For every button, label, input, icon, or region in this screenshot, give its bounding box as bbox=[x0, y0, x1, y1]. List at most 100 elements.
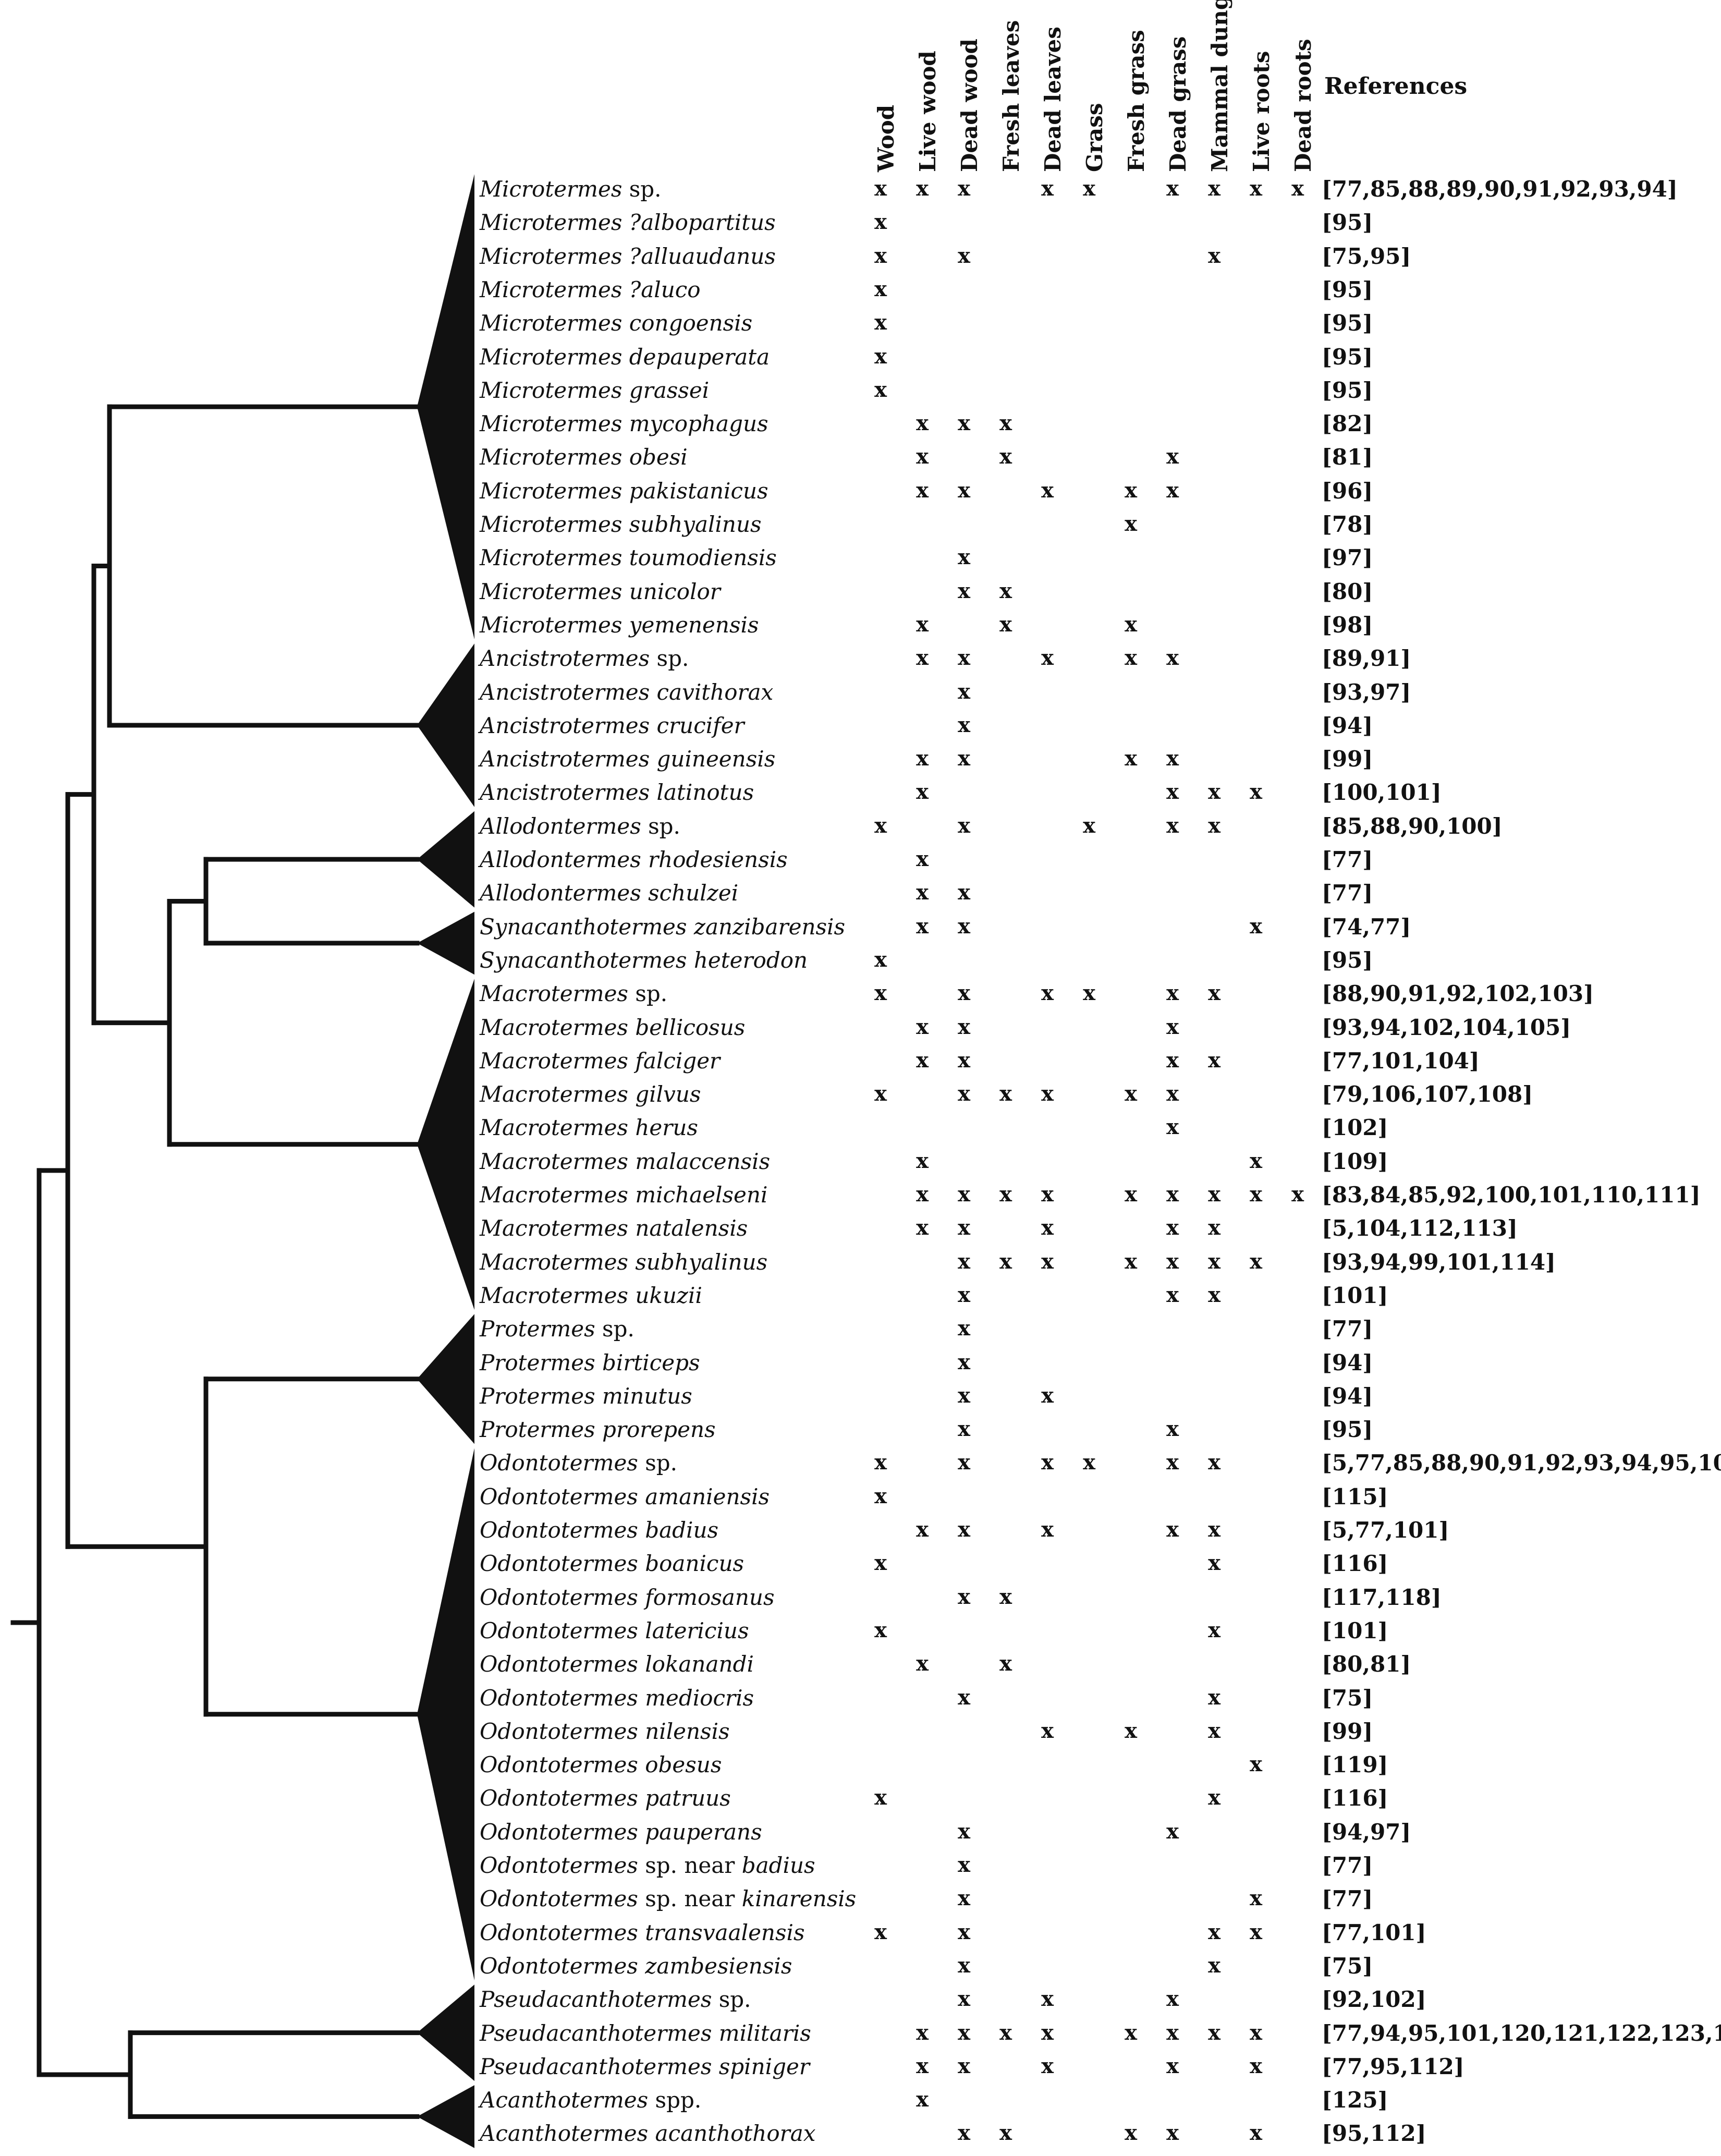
diet-mark: x bbox=[1125, 645, 1137, 671]
reference-list: [77] bbox=[1322, 1316, 1373, 1342]
reference-list: [77,101] bbox=[1322, 1919, 1426, 1945]
species-name: Odontotermes mediocris bbox=[480, 1685, 754, 1711]
diet-mark: x bbox=[1250, 2053, 1262, 2078]
diet-mark: x bbox=[916, 478, 929, 503]
diet-mark: x bbox=[874, 210, 887, 235]
species-name: Protermes prorepens bbox=[480, 1417, 716, 1443]
reference-list: [95] bbox=[1322, 276, 1373, 302]
reference-list: [77] bbox=[1322, 847, 1373, 872]
diet-mark: x bbox=[1041, 176, 1054, 201]
column-header-dead-grass: Dead grass bbox=[1165, 36, 1191, 172]
diet-mark: x bbox=[958, 813, 970, 838]
species-qualifier: sp. bbox=[712, 1987, 751, 2013]
diet-mark: x bbox=[1250, 779, 1262, 805]
diet-mark: x bbox=[958, 913, 970, 939]
reference-list: [82] bbox=[1322, 411, 1373, 437]
references-header: References bbox=[1324, 73, 1468, 100]
diet-mark: x bbox=[1166, 645, 1179, 671]
reference-list: [93,97] bbox=[1322, 679, 1411, 705]
table-row: Acanthotermes spp.x[125] bbox=[0, 2083, 1721, 2116]
diet-mark: x bbox=[958, 1584, 970, 1609]
diet-mark: x bbox=[874, 176, 887, 201]
diet-mark: x bbox=[916, 612, 929, 637]
species-name: Microtermes ?albopartitus bbox=[480, 210, 776, 236]
diet-mark: x bbox=[958, 1853, 970, 1877]
diet-mark: x bbox=[958, 478, 970, 503]
diet-mark: x bbox=[1041, 1182, 1054, 1207]
diet-mark: x bbox=[1166, 1450, 1179, 1475]
diet-mark: x bbox=[1166, 1249, 1179, 1274]
species-name: Ancistrotermes guineensis bbox=[480, 746, 776, 772]
reference-list: [101] bbox=[1322, 1282, 1388, 1308]
species-name: Odontotermes badius bbox=[480, 1517, 719, 1543]
diet-mark: x bbox=[958, 1047, 970, 1073]
reference-list: [93,94,99,101,114] bbox=[1322, 1249, 1556, 1275]
diet-mark: x bbox=[1166, 2020, 1179, 2045]
reference-list: [89,91] bbox=[1322, 645, 1411, 672]
diet-mark: x bbox=[1041, 2020, 1054, 2045]
reference-list: [93,94,102,104,105] bbox=[1322, 1014, 1571, 1040]
diet-mark: x bbox=[1041, 478, 1054, 503]
species-name: Microtermes obesi bbox=[480, 444, 688, 470]
diet-mark: x bbox=[1250, 1752, 1262, 1777]
species-name: Odontotermes amaniensis bbox=[480, 1483, 770, 1509]
diet-mark: x bbox=[916, 913, 929, 939]
diet-mark: x bbox=[958, 243, 970, 268]
diet-mark: x bbox=[916, 847, 929, 871]
diet-mark: x bbox=[958, 880, 970, 905]
species-name: Macrotermes ukuzii bbox=[480, 1282, 702, 1308]
diet-mark: x bbox=[958, 1282, 970, 1307]
species-name: Microtermes subhyalinus bbox=[480, 511, 762, 537]
diet-mark: x bbox=[1208, 1215, 1220, 1240]
diet-mark: x bbox=[874, 1081, 887, 1106]
diet-mark: x bbox=[916, 1047, 929, 1073]
species-name: Odontotermes sp. near kinarensis bbox=[480, 1886, 857, 1912]
diet-mark: x bbox=[1041, 1249, 1054, 1274]
column-header-dead-wood: Dead wood bbox=[957, 39, 982, 172]
diet-mark: x bbox=[1166, 1115, 1179, 1140]
reference-list: [94] bbox=[1322, 712, 1373, 738]
column-header-dead-roots: Dead roots bbox=[1290, 39, 1316, 172]
diet-mark: x bbox=[958, 1081, 970, 1106]
species-qualifier: sp. near bbox=[638, 1853, 735, 1878]
species-name: Odontotermes lokanandi bbox=[480, 1651, 754, 1677]
diet-mark: x bbox=[874, 344, 887, 369]
reference-list: [98] bbox=[1322, 612, 1373, 638]
diet-mark: x bbox=[1208, 1282, 1220, 1307]
column-header-dead-leaves: Dead leaves bbox=[1040, 26, 1066, 172]
species-name: Protermes minutus bbox=[480, 1383, 692, 1409]
diet-mark: x bbox=[874, 1785, 887, 1810]
diet-mark: x bbox=[1208, 1617, 1220, 1642]
diet-mark: x bbox=[1208, 1450, 1220, 1475]
diet-mark: x bbox=[874, 243, 887, 268]
diet-mark: x bbox=[1166, 478, 1179, 503]
reference-list: [77] bbox=[1322, 1886, 1373, 1912]
diet-mark: x bbox=[958, 645, 970, 671]
reference-list: [83,84,85,92,100,101,110,111] bbox=[1322, 1182, 1701, 1208]
reference-list: [75] bbox=[1322, 1953, 1373, 1979]
species-name: Odontotermes patruus bbox=[480, 1785, 731, 1811]
diet-mark: x bbox=[958, 1953, 970, 1978]
diet-mark: x bbox=[1208, 1182, 1220, 1207]
diet-mark: x bbox=[958, 712, 970, 737]
reference-list: [77] bbox=[1322, 1853, 1373, 1878]
column-header-live-roots: Live roots bbox=[1249, 51, 1274, 172]
column-header-fresh-leaves: Fresh leaves bbox=[998, 20, 1024, 172]
species-name: Allodontermes schulzei bbox=[480, 880, 739, 906]
species-name: Microtermes sp. bbox=[480, 176, 662, 202]
diet-mark: x bbox=[916, 2087, 929, 2112]
diet-mark: x bbox=[958, 1517, 970, 1542]
reference-list: [97] bbox=[1322, 545, 1373, 571]
